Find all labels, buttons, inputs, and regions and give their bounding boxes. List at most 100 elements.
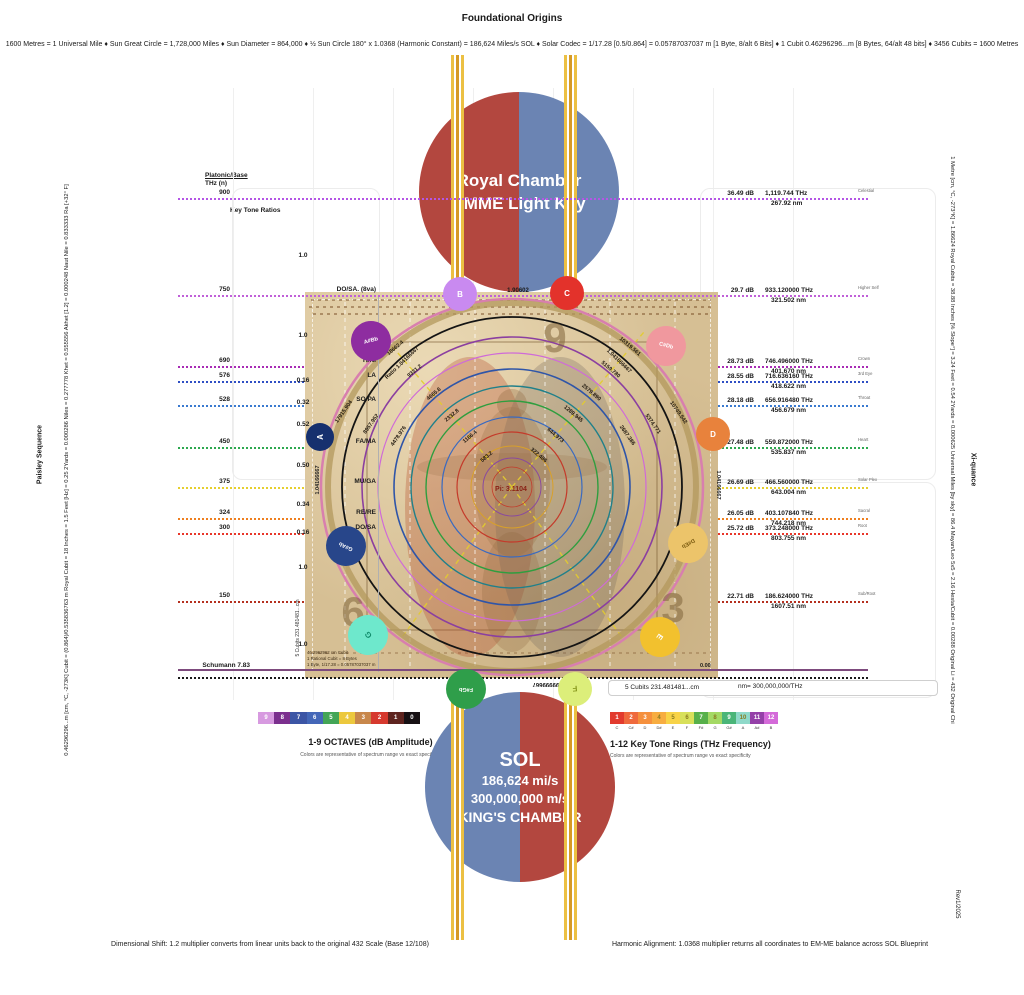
royal-chamber-line1: Royal Chamber bbox=[456, 171, 582, 190]
keytone-cell-1: 1 bbox=[610, 712, 624, 724]
freq-label-576: 576 bbox=[219, 372, 230, 379]
grid-line bbox=[233, 88, 234, 700]
sol-line3: 300,000,000 m/s bbox=[470, 790, 570, 806]
concentric-rings bbox=[319, 297, 705, 677]
keytone-cell-3: 3 bbox=[638, 712, 652, 724]
keytone-note-F#: F# bbox=[698, 725, 704, 730]
chakra-label: Higher Self bbox=[858, 285, 879, 290]
octave-cell-2: 2 bbox=[371, 712, 388, 724]
solfege-label: FA/MA bbox=[355, 438, 376, 445]
db-value: 28.73 dB bbox=[727, 358, 754, 365]
keytone-cell-12: 12 bbox=[764, 712, 778, 724]
right-margin-revision: Rev1/2025 bbox=[954, 889, 960, 919]
octave-cell-1: 1 bbox=[387, 712, 404, 724]
left-margin-equation: 0.46296296...m [cm, °C, -273K] Cubit = (… bbox=[64, 184, 70, 756]
key-tone-ratios-title: Key Tone Ratios bbox=[230, 207, 281, 214]
chakra-label: Sub/Root bbox=[858, 591, 876, 596]
keytone-cell-5: 5 bbox=[666, 712, 680, 724]
chakra-label: Solar Plex bbox=[858, 477, 878, 482]
thz-value: 373.248000 THz bbox=[765, 525, 814, 532]
octave-cell-7: 7 bbox=[290, 712, 307, 724]
page-subtitle: 1600 Metres = 1 Universal Mile ♦ Sun Gre… bbox=[5, 41, 1019, 48]
freq-label-300: 300 bbox=[219, 524, 230, 531]
note-circle-D: D bbox=[696, 417, 730, 451]
keytone-cell-2: 2 bbox=[624, 712, 638, 724]
octave-cell-0: 0 bbox=[403, 712, 420, 724]
thz-value: 656.916480 THz bbox=[765, 397, 814, 404]
chakra-label: Throat bbox=[858, 395, 871, 400]
thz-value: 933.120000 THz bbox=[765, 287, 814, 294]
chakra-label: Heart bbox=[858, 437, 869, 442]
freq-label-900: 900 bbox=[219, 189, 230, 196]
keytone-note-C#: C# bbox=[628, 725, 634, 730]
right-margin-sequence-label: Xi-quance bbox=[969, 452, 977, 487]
footer-dimensional-shift: Dimensional Shift: 1.2 multiplier conver… bbox=[111, 941, 429, 948]
keytone-cell-11: 11 bbox=[750, 712, 764, 724]
grid-line bbox=[793, 88, 794, 700]
keytone-legend-title: 1-12 Key Tone Rings (THz Frequency) bbox=[610, 739, 771, 749]
nm-value: 321.502 nm bbox=[771, 297, 807, 304]
thz-value: 716.636160 THz bbox=[765, 373, 814, 380]
nm-value: 1607.51 nm bbox=[771, 603, 807, 610]
schumann-line bbox=[178, 669, 868, 671]
faded-digit-9: 9 bbox=[543, 314, 566, 361]
octave-cell-4: 4 bbox=[339, 712, 356, 724]
db-value: 22.71 dB bbox=[727, 593, 754, 600]
cubit-byte-note-line: 1 Byte, 1/17.28 = 0.05787037037 m bbox=[307, 662, 376, 667]
sol-line1: SOL bbox=[499, 748, 541, 771]
thz-value: 746.496000 THz bbox=[765, 358, 814, 365]
ratio-value: 0.16 bbox=[296, 529, 310, 536]
nm-value: 744.218 nm bbox=[771, 520, 807, 527]
ratio-value: 1.0 bbox=[298, 641, 308, 648]
keytone-note-A: A bbox=[741, 725, 745, 730]
note-circle-F#Gb: F#Gb bbox=[446, 669, 486, 709]
gold-stripe bbox=[451, 55, 464, 292]
gold-stripe bbox=[451, 678, 464, 940]
keytone-note-B: B bbox=[769, 725, 773, 730]
octave-legend-caption: Colors are representative of spectrum ra… bbox=[300, 752, 441, 758]
pi-label: Pi: 3.1104 bbox=[495, 486, 527, 493]
keytone-cell-4: 4 bbox=[652, 712, 666, 724]
handwriting-texture bbox=[311, 652, 711, 654]
db-value: 25.72 dB bbox=[727, 525, 754, 532]
nm-value: 456.679 nm bbox=[771, 407, 807, 414]
nm-value: 803.755 nm bbox=[771, 535, 807, 542]
chakra-label: Celestial bbox=[858, 188, 875, 193]
chakra-label: Sacral bbox=[858, 508, 870, 513]
cubits-bottom-box: 5 Cubits 231.481481...cm bbox=[608, 680, 938, 696]
freq-label-690: 690 bbox=[219, 357, 230, 364]
keytone-note-A#: A# bbox=[754, 725, 760, 730]
page-title: Foundational Origins bbox=[461, 13, 563, 24]
tone-line-750 bbox=[178, 295, 868, 297]
sol-line2: 186,624 mi/s bbox=[481, 772, 559, 788]
right-margin-equation: 1 Metre [cm, °C, -273°K] = 1.86624 Royal… bbox=[949, 156, 955, 724]
nm-value: 267.92 nm bbox=[771, 200, 803, 207]
keytone-cell-6: 6 bbox=[680, 712, 694, 724]
octave-legend-title: 1-9 OCTAVES (dB Amplitude) bbox=[308, 737, 433, 747]
solfege-label: LA bbox=[367, 372, 376, 379]
keytone-legend-caption: Colors are representative of spectrum ra… bbox=[610, 753, 751, 759]
keytone-note-E: E bbox=[671, 725, 675, 730]
freq-label-324: 324 bbox=[219, 509, 230, 516]
solfege-label: SO/PA bbox=[356, 396, 376, 403]
royal-chamber-circle: Royal Chamber EMME Light Key bbox=[419, 92, 619, 292]
freq-label-150: 150 bbox=[219, 592, 230, 599]
left-bracket-line bbox=[378, 296, 379, 672]
keytone-note-F: F bbox=[685, 725, 689, 730]
solfege-label: DO/SA bbox=[355, 524, 376, 531]
octave-cell-6: 6 bbox=[306, 712, 323, 724]
chakra-label: Root bbox=[858, 523, 867, 528]
ratio-value: 1.0 bbox=[298, 564, 308, 571]
ring-number: 2687.386 bbox=[618, 424, 636, 446]
cubit-byte-note-line: 46.2962962 cm Cubit bbox=[307, 650, 348, 655]
bottom-dotted-line bbox=[178, 677, 868, 679]
keytone-note-G#: G# bbox=[726, 725, 732, 730]
freq-label-450: 450 bbox=[219, 438, 230, 445]
keytone-note-C: C bbox=[615, 725, 619, 730]
solfege-label: DO/SA. (8va) bbox=[336, 286, 376, 293]
ratio-value: 0.32 bbox=[296, 399, 310, 406]
note-circle-B: B bbox=[443, 277, 477, 311]
tone-line-900 bbox=[178, 198, 868, 200]
ring-number: 9331.2 bbox=[407, 364, 424, 379]
